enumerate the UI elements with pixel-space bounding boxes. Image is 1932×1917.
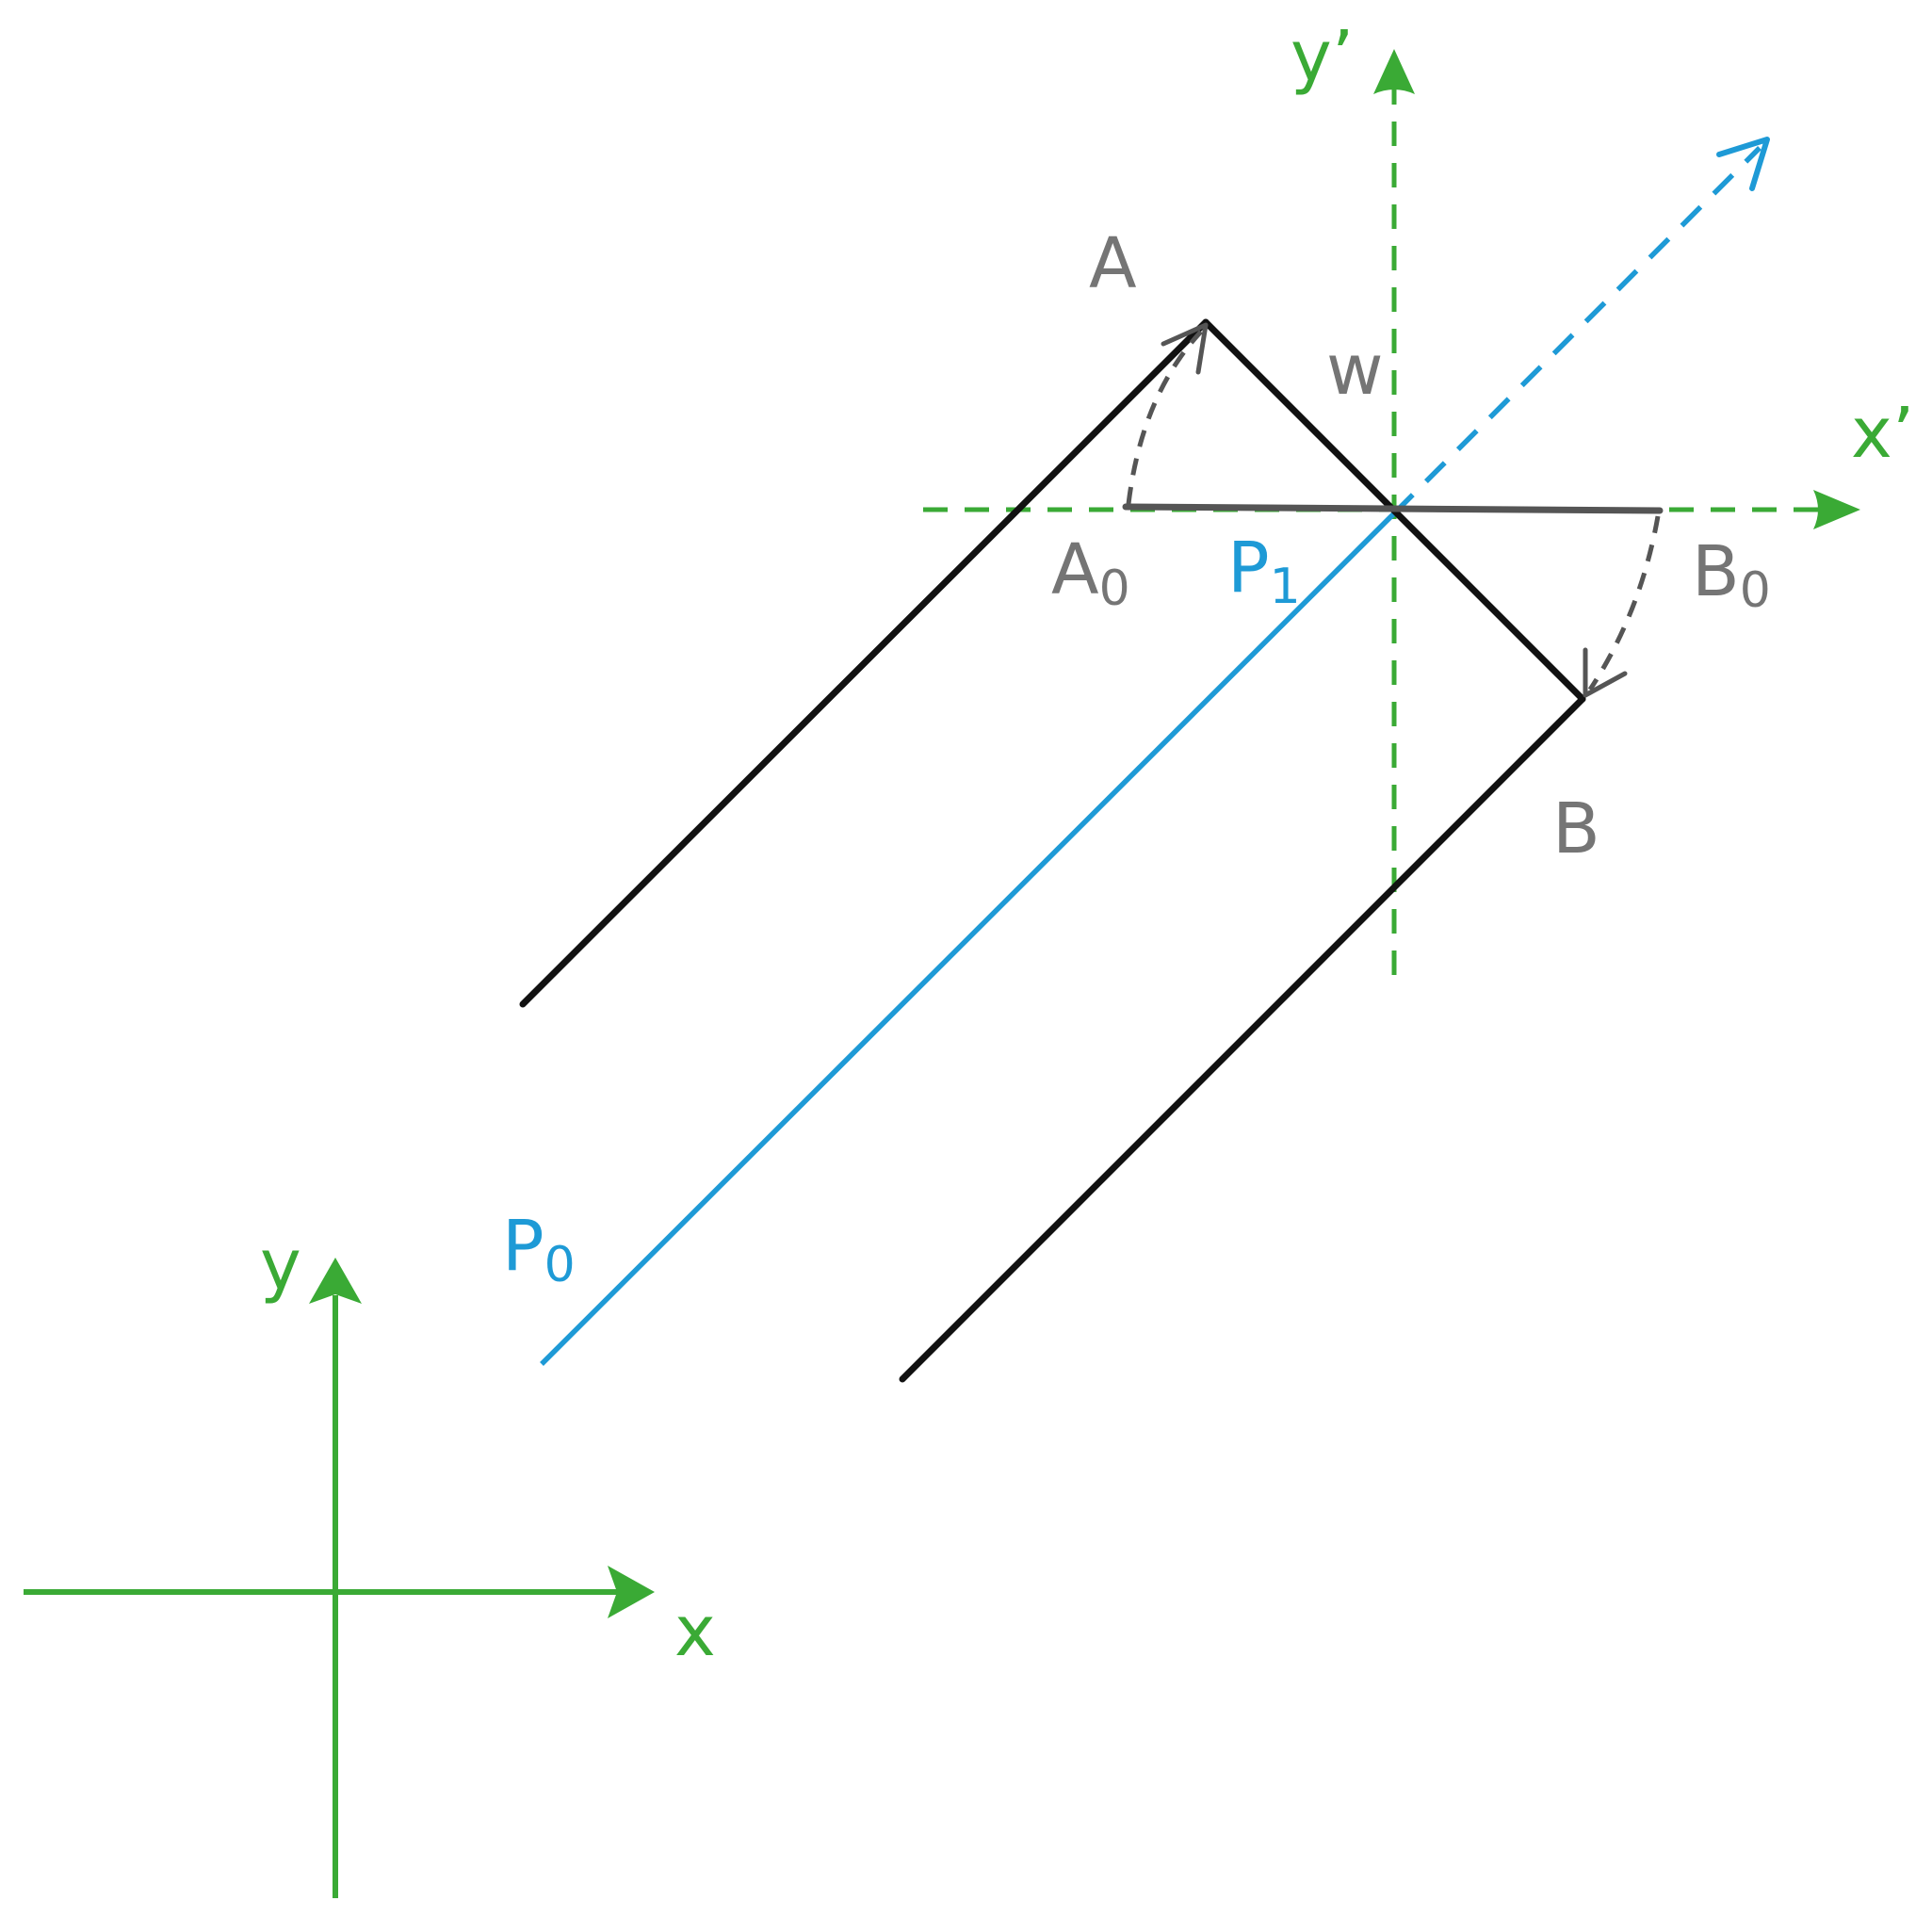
- beam-dashed-continuation: [1392, 146, 1762, 515]
- arc-a-arrowhead: [1161, 322, 1209, 375]
- beam-line-p0-p1: [540, 512, 1396, 1366]
- label-p1: P1: [1227, 528, 1301, 615]
- beam: [540, 137, 1770, 1366]
- local-axes: x’ y’: [923, 16, 1914, 975]
- global-x-label: x: [674, 1591, 716, 1672]
- rotation-arcs: [1126, 322, 1661, 698]
- label-w: w: [1326, 330, 1384, 411]
- global-y-arrowhead: [309, 1258, 362, 1304]
- global-axes: x y: [24, 1225, 716, 1898]
- local-x-prime-arrowhead: [1813, 490, 1860, 529]
- left-boundary-line: [519, 318, 1210, 1008]
- global-y-label: y: [260, 1225, 301, 1306]
- local-x-prime-label: x’: [1851, 393, 1914, 474]
- label-a: A: [1089, 223, 1137, 304]
- label-p0: P0: [502, 1206, 576, 1293]
- point-labels: A B w A0 B0 P1 P0: [502, 223, 1771, 1293]
- segment-a0-b0: [1122, 503, 1664, 514]
- arc-b-arrowhead: [1583, 647, 1628, 698]
- arc-b0-to-b: [1587, 515, 1661, 691]
- local-y-prime-arrowhead: [1373, 49, 1415, 94]
- label-a0: A0: [1051, 529, 1130, 617]
- label-b0: B0: [1692, 531, 1771, 619]
- arc-a0-to-a: [1126, 330, 1203, 505]
- global-x-arrowhead: [608, 1566, 655, 1618]
- right-boundary-line: [899, 695, 1586, 1383]
- beam-arrowhead: [1716, 137, 1770, 191]
- label-b: B: [1552, 788, 1600, 869]
- local-y-prime-label: y’: [1291, 16, 1354, 97]
